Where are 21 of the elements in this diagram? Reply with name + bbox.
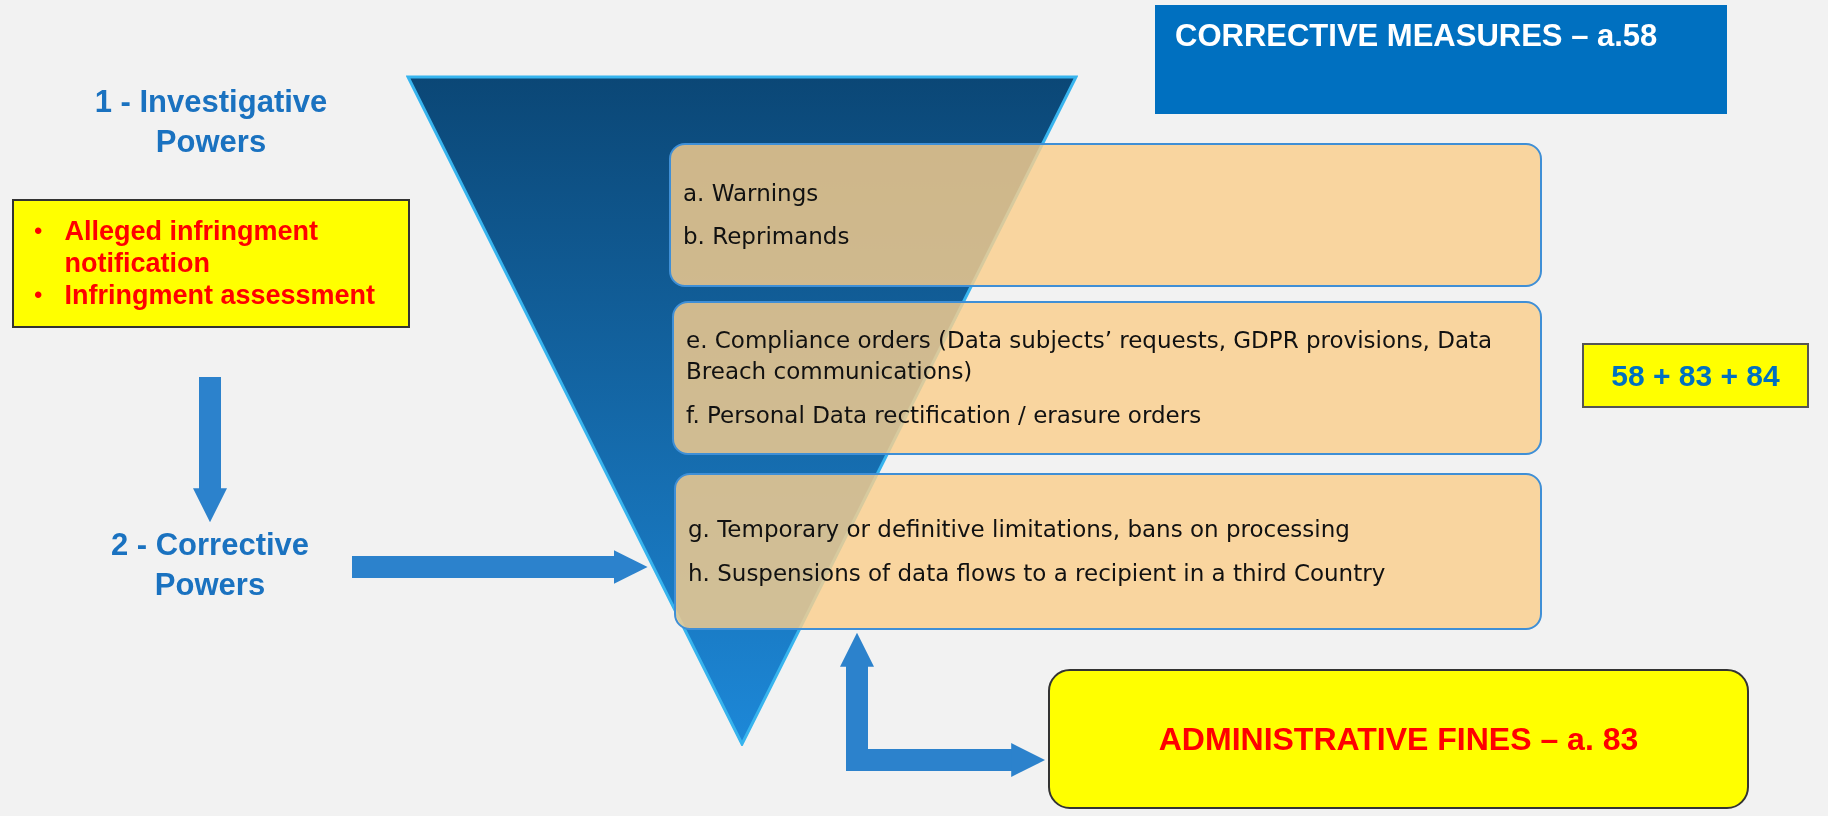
measure-text: f. Personal Data rectification / erasure orders — [686, 400, 1203, 430]
bullet-mark: • — [34, 280, 43, 311]
fines-box: ADMINISTRATIVE FINES – a. 83 — [1048, 669, 1749, 809]
measure-card — [674, 473, 1542, 630]
heading: 2 - Corrective Powers — [109, 526, 311, 605]
bullet-text: Infringment assessment — [64, 279, 375, 312]
measure-card — [672, 301, 1542, 455]
measure-text: a. Warnings — [683, 178, 820, 208]
block-arrow — [352, 550, 648, 584]
measure-text: e. Compliance orders (Data subjects’ requests, GDPR provisions, Data Breach communications) — [686, 326, 1494, 387]
article-box: 58 + 83 + 84 — [1582, 343, 1809, 408]
bullet-mark: • — [34, 215, 43, 246]
measure-text: b. Reprimands — [683, 222, 851, 251]
block-arrow — [193, 377, 227, 523]
block-arrow — [840, 632, 1046, 777]
title-box: CORRECTIVE MEASURES – a.58 — [1155, 5, 1727, 114]
measure-text: g. Temporary or definitive limitations, bans on processing — [688, 515, 1351, 545]
heading: 1 - Investigative Powers — [93, 83, 329, 162]
measure-card — [669, 143, 1542, 287]
bullet-text: Alleged infringment notification — [64, 214, 319, 280]
measure-text: h. Suspensions of data flows to a recipient in a third Country — [688, 558, 1387, 588]
